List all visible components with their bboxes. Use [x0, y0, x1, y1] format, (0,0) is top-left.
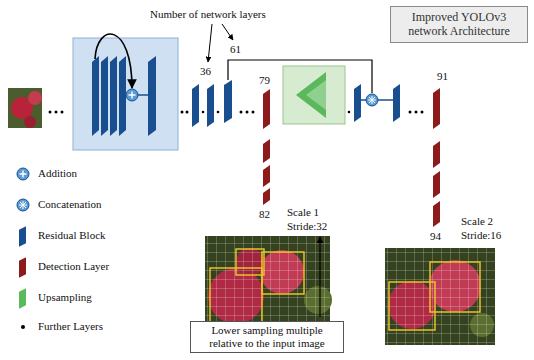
upsampling-symbol [306, 80, 326, 110]
further-layers-dots [49, 111, 64, 114]
box-text: Improved YOLOv3 network Architecture [397, 10, 521, 39]
addition-sign [129, 92, 136, 99]
legend-label: Further Layers [38, 320, 103, 333]
image-ground [8, 88, 42, 128]
detection-box [430, 262, 480, 312]
legend-label: Detection Layer [38, 260, 109, 273]
legend-swatch [19, 257, 26, 277]
residual-blocks [92, 56, 156, 136]
concatenation-symbol [366, 94, 378, 106]
layer-number: 79 [259, 74, 270, 87]
scale-label: Stride:32 [287, 220, 327, 233]
detection-layers [263, 89, 270, 205]
residual-blocks [192, 80, 232, 127]
detection-box [389, 282, 435, 330]
apple [24, 116, 36, 128]
legend-label: Concatenation [38, 198, 102, 211]
detection-box [262, 252, 304, 294]
legend-label: Residual Block [38, 229, 106, 242]
scale1-output-image [205, 236, 332, 334]
scale2-output-image [385, 248, 495, 345]
upsampling-symbol [296, 72, 326, 118]
legend-label: Addition [38, 167, 77, 180]
further-layers-icon [21, 325, 25, 329]
concatenation-icon [17, 199, 29, 211]
detection-box [210, 268, 262, 324]
grid-overlay [205, 236, 330, 334]
scale-label: Stride:16 [461, 229, 501, 242]
residual-module [73, 38, 178, 150]
concatenation-sign [19, 201, 27, 209]
title-box: Improved YOLOv3 network Architecture [390, 6, 528, 43]
leader-arrow [319, 237, 320, 317]
layer-number: 82 [259, 208, 270, 221]
legend-swatch [19, 226, 26, 246]
callout-box: Lower sampling multiple relative to the … [190, 321, 344, 353]
upsampling-module [283, 66, 345, 124]
further-layers-dots [181, 111, 189, 114]
addition-symbol [126, 89, 138, 101]
scale-label: Scale 2 [461, 215, 493, 228]
further-layers-dots [409, 111, 424, 114]
legend-label: Upsampling [38, 291, 92, 304]
addition-sign [20, 171, 27, 178]
box-text: Lower sampling multiple relative to the … [196, 324, 338, 350]
image-ground [385, 248, 495, 345]
residual-blocks [354, 84, 400, 122]
skip-connection [95, 34, 132, 88]
layer-caption: Number of network layers [150, 8, 266, 21]
detection-box [236, 249, 264, 275]
concatenation-sign [368, 96, 376, 104]
layer-number: 36 [200, 65, 211, 78]
grid-overlay [385, 248, 495, 345]
scale-label: Scale 1 [287, 206, 319, 219]
further-layers-dots [348, 111, 351, 114]
further-layers-dots [202, 111, 255, 114]
layer-number: 94 [430, 230, 441, 243]
layer-number: 61 [230, 43, 241, 56]
apple [28, 91, 42, 105]
image-ground [205, 236, 330, 334]
layer-number: 91 [437, 70, 448, 83]
detection-layers [433, 88, 440, 227]
addition-icon [17, 168, 29, 180]
leader-arrow [222, 24, 233, 40]
input-image [8, 88, 42, 128]
legend-swatch [19, 288, 26, 308]
leader-arrow [208, 24, 212, 62]
